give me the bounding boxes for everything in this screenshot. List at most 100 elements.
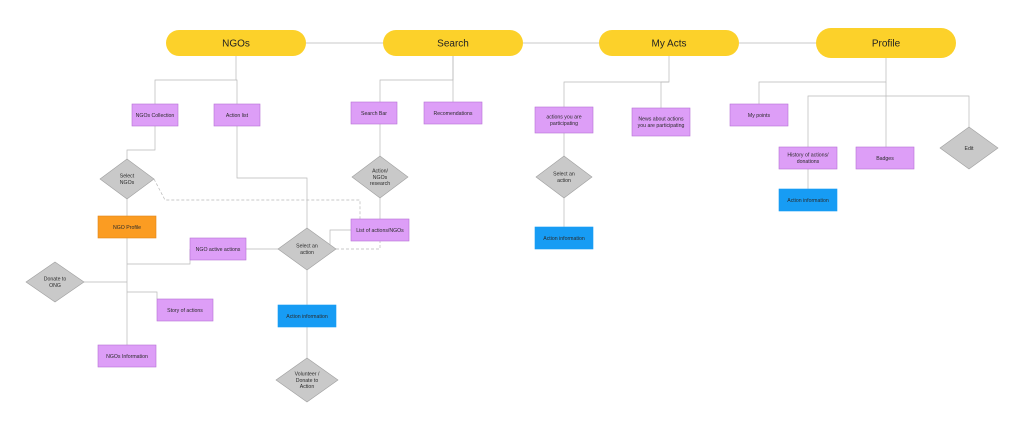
- node-label-line: NGOs Information: [106, 354, 148, 360]
- pill-shape: [599, 30, 739, 56]
- node-label-line: Action information: [286, 314, 328, 320]
- node-label: NGO Profile: [113, 225, 141, 231]
- node-ngos-information: NGOs Information: [97, 344, 157, 368]
- node-label: Story of actions: [167, 308, 203, 314]
- node-label-line: NGOs: [373, 175, 388, 181]
- node-label-line: Select an: [296, 244, 318, 250]
- node-label: Action list: [226, 113, 249, 119]
- node-label-line: Select: [120, 174, 135, 180]
- box-shape: [729, 103, 789, 127]
- node-label-line: My points: [748, 113, 771, 119]
- node-label: Profile: [872, 39, 901, 50]
- node-label: Search: [437, 39, 469, 50]
- node-label: NGOs Collection: [136, 113, 175, 119]
- connector: [563, 56, 670, 107]
- pill-shape: [166, 30, 306, 56]
- connector: [126, 126, 156, 159]
- node-label-line: Volunteer /: [295, 372, 320, 378]
- node-label: Badges: [876, 156, 894, 162]
- node-ngo-active-actions: NGO active actions: [189, 237, 247, 261]
- pill-shape: [383, 30, 523, 56]
- box-shape: [350, 218, 410, 242]
- node-action-information-3: Action information: [778, 188, 838, 212]
- node-my-acts: My Acts: [599, 30, 739, 56]
- node-label: NGO active actions: [196, 247, 241, 253]
- connector: [154, 56, 237, 104]
- node-label-line: Action information: [787, 198, 829, 204]
- connector: [758, 58, 887, 104]
- box-shape: [350, 101, 398, 125]
- node-label-line: Badges: [876, 156, 894, 162]
- node-label-line: Action list: [226, 113, 249, 119]
- dashed-connector: [336, 241, 381, 250]
- node-label-line: Select an: [553, 172, 575, 178]
- node-profile: Profile: [816, 28, 956, 58]
- box-shape: [423, 101, 483, 125]
- connector: [236, 126, 308, 228]
- node-label-line: NGOs Collection: [136, 113, 175, 119]
- node-label-line: Donate to: [296, 378, 319, 384]
- connector: [329, 229, 351, 250]
- connector: [379, 56, 454, 102]
- connector: [236, 79, 238, 104]
- node-label: Action information: [543, 236, 585, 242]
- box-shape: [189, 237, 247, 261]
- node-ngo-profile: NGO Profile: [97, 215, 157, 239]
- node-label-line: research: [370, 181, 390, 187]
- node-label-line: action: [557, 178, 571, 184]
- node-label: Edit: [965, 146, 974, 152]
- diamond-shape: [275, 357, 339, 403]
- connector: [807, 95, 886, 147]
- node-label-line: Search: [437, 39, 469, 50]
- box-shape: [156, 298, 214, 322]
- node-action-list: Action list: [213, 103, 261, 127]
- node-my-points: My points: [729, 103, 789, 127]
- node-label: My Acts: [651, 39, 686, 50]
- box-shape: [277, 304, 337, 328]
- box-shape: [131, 103, 179, 127]
- node-label-line: Action information: [543, 236, 585, 242]
- node-label: History of actions/donations: [787, 153, 829, 165]
- node-label-line: My Acts: [651, 39, 686, 50]
- node-label-line: action: [300, 250, 314, 256]
- box-shape: [534, 106, 594, 134]
- node-label-line: participating: [550, 121, 578, 127]
- node-label-line: History of actions/: [787, 153, 829, 159]
- node-label-line: NGO Profile: [113, 225, 141, 231]
- node-label: NGOs Information: [106, 354, 148, 360]
- node-recomendations: Recomendations: [423, 101, 483, 125]
- node-label-line: Profile: [872, 39, 901, 50]
- box-shape: [778, 146, 838, 170]
- node-label-line: NGO active actions: [196, 247, 241, 253]
- diamond-shape: [939, 126, 999, 170]
- node-ngos-collection: NGOs Collection: [131, 103, 179, 127]
- diamond-shape: [535, 155, 593, 199]
- diamond-shape: [277, 227, 337, 271]
- pill-shape: [816, 28, 956, 58]
- node-story-of-actions: Story of actions: [156, 298, 214, 322]
- node-label-line: List of actions/NGOs: [356, 228, 404, 234]
- box-shape: [97, 344, 157, 368]
- box-shape: [213, 103, 261, 127]
- node-label-line: Recomendations: [434, 111, 473, 117]
- node-ngos: NGOs: [166, 30, 306, 56]
- node-label-line: Story of actions: [167, 308, 203, 314]
- node-label-line: donations: [797, 159, 820, 165]
- node-edit: Edit: [939, 126, 999, 170]
- node-label: Action information: [286, 314, 328, 320]
- node-label-line: ONG: [49, 283, 61, 289]
- node-list-of-actions-ngos: List of actions/NGOs: [350, 218, 410, 242]
- connector: [127, 249, 191, 265]
